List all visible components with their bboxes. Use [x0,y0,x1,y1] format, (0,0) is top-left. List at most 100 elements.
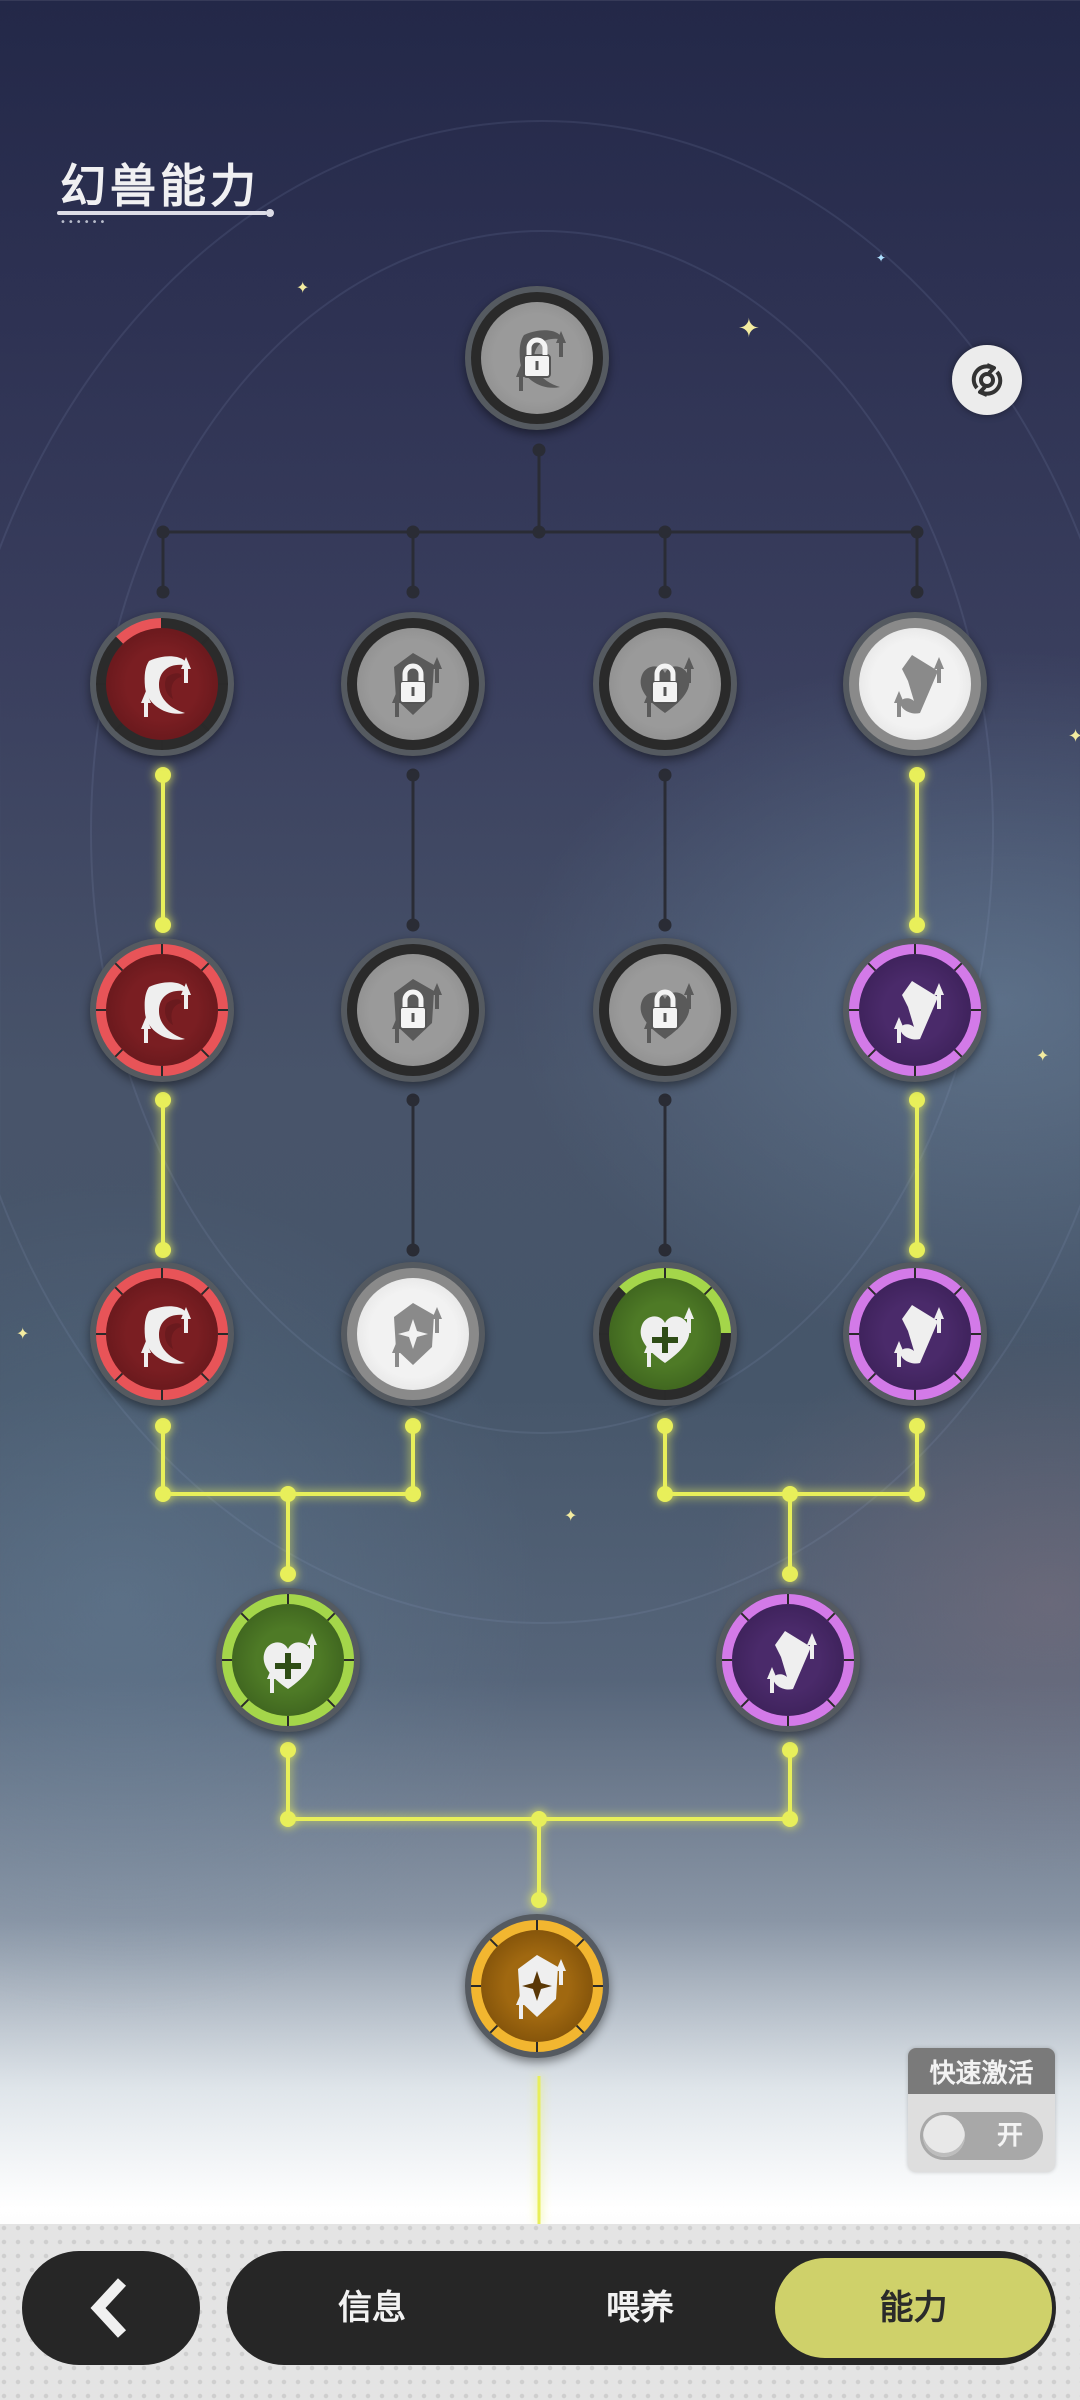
ring-tick [844,1659,854,1661]
skill-node[interactable] [465,286,609,430]
ring-tick [222,1659,232,1661]
scroll-icon [872,1291,958,1377]
heart-plus-icon [245,1617,331,1703]
crescent-icon [119,641,205,727]
tab-bar: 信息 喂养 能力 [227,2251,1056,2365]
scroll-icon [745,1617,831,1703]
heart-plus-icon [622,1291,708,1377]
ring-tick [161,1066,163,1076]
sparkle-icon: ✦ [738,314,760,344]
ring-tick [161,1268,163,1278]
skill-node[interactable] [90,938,234,1082]
skill-node[interactable] [593,938,737,1082]
node-face [859,1278,971,1390]
node-face [106,628,218,740]
ring-tick [218,1333,228,1335]
node-face [106,954,218,1066]
ring-tick [664,1390,666,1400]
ring-tick [161,1390,163,1400]
ring-tick [849,1333,859,1335]
chevron-left-icon [90,2278,127,2338]
tab-feed[interactable]: 喂养 [606,2288,674,2328]
ring-tick [287,1594,289,1604]
ring-tick [161,618,163,628]
ring-tick [161,740,163,750]
ring-tick [96,1333,106,1335]
sparkle-icon: ✦ [876,251,887,265]
crescent-icon [119,967,205,1053]
ring-tick [344,1659,354,1661]
skill-node[interactable] [593,1262,737,1406]
shield-star-icon [370,1291,456,1377]
ring-tick [599,1333,609,1335]
toggle-knob [923,2115,965,2157]
ring-tick [787,1594,789,1604]
ring-tick [971,1009,981,1011]
skill-node[interactable] [341,938,485,1082]
skill-node[interactable] [843,1262,987,1406]
ring-tick [536,2042,538,2052]
page-title: 幻兽能力 [60,159,260,213]
title-underline [57,211,267,215]
crescent-icon [119,1291,205,1377]
quick-activate-panel: 快速激活 开 [908,2048,1055,2172]
ring-tick [971,1333,981,1335]
skill-node[interactable] [216,1588,360,1732]
node-face [481,1930,593,2042]
sparkle-icon: ✦ [296,278,310,297]
skill-node[interactable] [593,612,737,756]
node-face [106,1278,218,1390]
node-face [859,628,971,740]
ring-tick [664,1268,666,1278]
refresh-cycle-icon [971,363,1003,397]
ring-tick [536,1920,538,1930]
skill-node[interactable] [716,1588,860,1732]
ring-tick [914,1390,916,1400]
node-face [609,1278,721,1390]
skill-node[interactable] [341,1262,485,1406]
ring-tick [287,1716,289,1726]
sparkle-icon: ✦ [16,1324,30,1343]
sparkle-icon: ✦ [1036,1046,1050,1065]
ring-tick [218,683,228,685]
skill-node[interactable] [843,938,987,1082]
node-face [859,954,971,1066]
skill-node[interactable] [341,612,485,756]
ring-tick [96,683,106,685]
ring-tick [161,944,163,954]
ring-tick [593,1985,603,1987]
ring-tick [96,1009,106,1011]
ring-tick [849,1009,859,1011]
ring-tick [722,1659,732,1661]
sparkle-icon: ✦ [1068,726,1080,747]
title-dots-decoration: •••••• [60,217,108,228]
ring-tick [218,1009,228,1011]
ring-tick [914,1268,916,1278]
scroll-icon [872,967,958,1053]
ring-tick [914,944,916,954]
background-arch [0,120,1080,1624]
title-underline-dot [266,209,274,217]
ring-tick [914,1066,916,1076]
node-face [357,1278,469,1390]
quick-activate-toggle[interactable]: 开 [920,2112,1043,2160]
skill-node[interactable] [843,612,987,756]
node-face [732,1604,844,1716]
back-button[interactable] [22,2251,200,2365]
reset-button[interactable] [952,345,1022,415]
node-face [232,1604,344,1716]
skill-node[interactable] [465,1914,609,2058]
skill-node[interactable] [90,1262,234,1406]
toggle-label: 开 [996,2121,1023,2151]
bottom-nav: 信息 喂养 能力 [0,2224,1080,2400]
tab-ability[interactable]: 能力 [775,2258,1052,2358]
sparkle-icon: ✦ [564,1506,578,1525]
ring-tick [787,1716,789,1726]
tab-info[interactable]: 信息 [338,2288,406,2328]
shield-star-icon [494,1943,580,2029]
ring-tick [471,1985,481,1987]
scroll-icon [872,641,958,727]
skill-node[interactable] [90,612,234,756]
quick-activate-title: 快速激活 [908,2048,1055,2094]
